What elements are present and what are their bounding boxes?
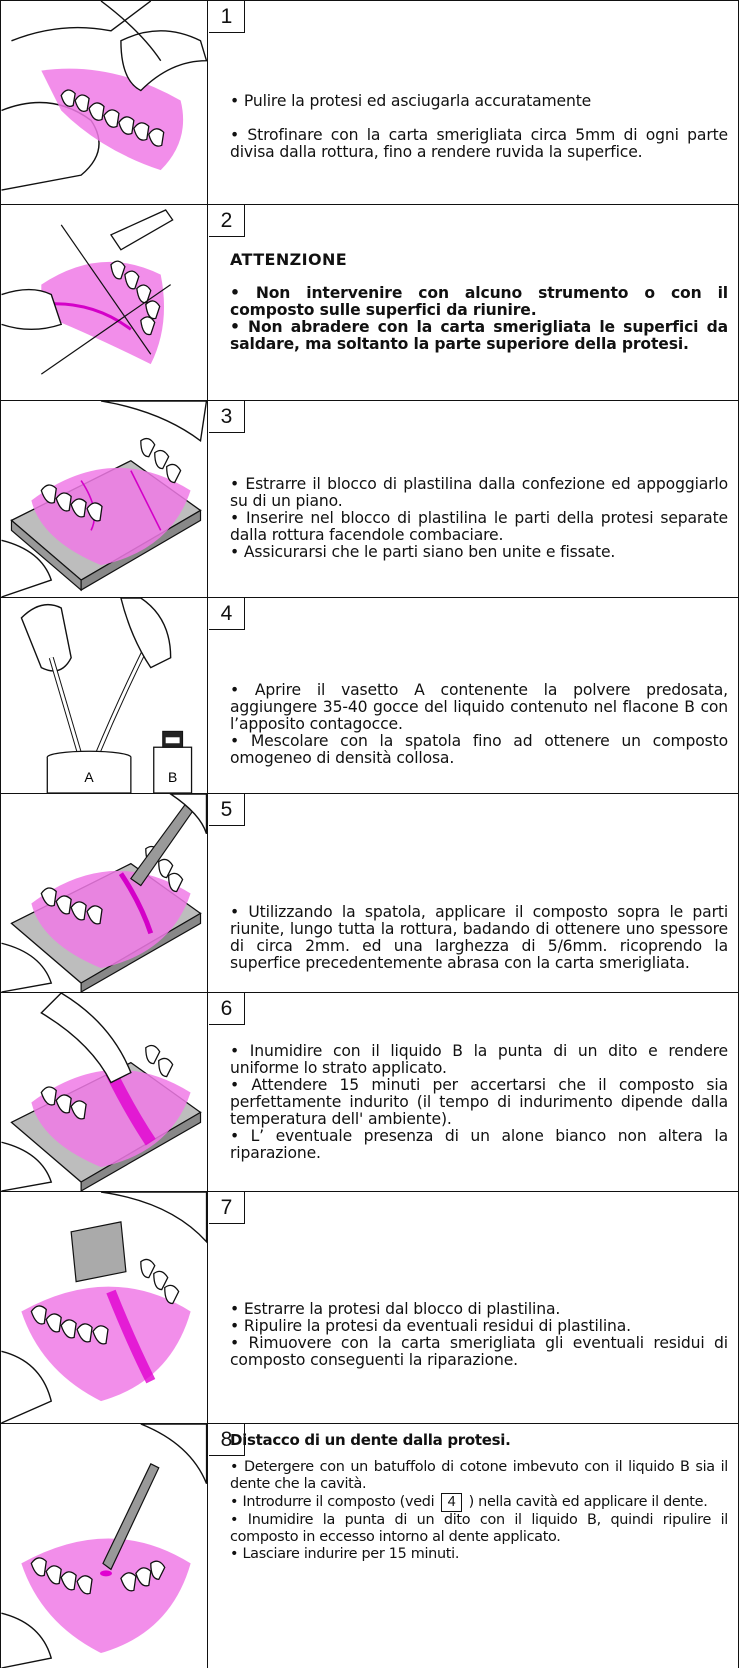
instruction-text: • Rimuovere con la carta smerigliata gli…	[230, 1334, 728, 1369]
bottle-b	[153, 730, 193, 793]
step-3-text: • Estrarre il blocco di plastilina dalla…	[230, 476, 728, 561]
step-1-illustration	[1, 1, 208, 204]
step-1-row: 1 • Pulire la protesi ed asciugarla accu…	[0, 0, 739, 204]
step-6-text: • Inumidire con il liquido B la punta di…	[230, 1043, 728, 1162]
instruction-text: • Non intervenire con alcuno strumento o…	[230, 284, 728, 319]
step-8-row: 8 Distacco di un dente dalla protesi. • …	[0, 1423, 739, 1668]
step-2-row: 2 ATTENZIONE • Non intervenire con alcun…	[0, 204, 739, 400]
warning-heading: ATTENZIONE	[230, 250, 348, 269]
instruction-text: • Non abradere con la carta smerigliata …	[230, 318, 728, 353]
step-4-text: • Aprire il vasetto A contenente la polv…	[230, 682, 728, 767]
jar-a	[46, 750, 132, 793]
step-7-illustration	[1, 1192, 208, 1423]
step-number: 1	[209, 1, 245, 33]
step-number: 7	[209, 1192, 245, 1224]
step-4-row: A B 4 • Aprire il vasetto A contenente l…	[0, 597, 739, 793]
step-number: 8	[209, 1424, 245, 1456]
step-3-illustration	[1, 401, 208, 597]
instruction-text: • Lasciare indurire per 15 minuti.	[230, 1546, 460, 1562]
instruction-text: • Inserire nel blocco di plastilina le p…	[230, 509, 728, 544]
instruction-text: • Inumidire la punta di un dito con il l…	[230, 1512, 728, 1545]
step-5-row: 5 • Utilizzando la spatola, applicare il…	[0, 793, 739, 992]
step-number: 6	[209, 993, 245, 1025]
step-5-illustration	[1, 794, 208, 992]
step-number: 5	[209, 794, 245, 826]
jar-label: A	[84, 769, 94, 785]
step-8-illustration	[1, 1424, 208, 1668]
instruction-text: • L’ eventuale presenza di un alone bian…	[230, 1127, 728, 1162]
step-7-text: • Estrarre la protesi dal blocco di plas…	[230, 1301, 728, 1369]
section-heading: Distacco di un dente dalla protesi.	[230, 1431, 511, 1449]
instruction-text: • Assicurarsi che le parti siano ben uni…	[230, 543, 616, 561]
step-6-row: 6 • Inumidire con il liquido B la punta …	[0, 992, 739, 1191]
instruction-text: • Aprire il vasetto A contenente la polv…	[230, 681, 728, 733]
step-4-illustration: A B	[1, 598, 208, 793]
instruction-text: • Utilizzando la spatola, applicare il c…	[230, 903, 728, 972]
instruction-text: • Detergere con un batuffolo di cotone i…	[230, 1459, 728, 1492]
instruction-text: • Ripulire la protesi da eventuali resid…	[230, 1317, 631, 1335]
step-7-row: 7 • Estrarre la protesi dal blocco di pl…	[0, 1191, 739, 1423]
step-5-text: • Utilizzando la spatola, applicare il c…	[230, 904, 728, 972]
step-2-text: ATTENZIONE • Non intervenire con alcuno …	[230, 251, 728, 353]
instruction-text: • Introdurre il composto (vedi 4 ) nella…	[230, 1493, 708, 1512]
instruction-text: • Strofinare con la carta smerigliata ci…	[230, 126, 728, 161]
step-number: 3	[209, 401, 245, 433]
instruction-text: • Estrarre il blocco di plastilina dalla…	[230, 475, 728, 510]
instruction-text: • Estrarre la protesi dal blocco di plas…	[230, 1300, 561, 1318]
instruction-text: • Pulire la protesi ed asciugarla accura…	[230, 92, 592, 110]
instruction-text: • Inumidire con il liquido B la punta di…	[230, 1042, 728, 1077]
step-reference: 4	[440, 1493, 463, 1512]
step-1-text: • Pulire la protesi ed asciugarla accura…	[230, 93, 728, 161]
bottle-label: B	[168, 769, 177, 785]
step-2-illustration	[1, 205, 208, 400]
instruction-text: • Mescolare con la spatola fino ad otten…	[230, 732, 728, 767]
step-number: 4	[209, 598, 245, 630]
step-8-text: Distacco di un dente dalla protesi. • De…	[230, 1432, 728, 1563]
step-6-illustration	[1, 993, 208, 1191]
step-3-row: 3 • Estrarre il blocco di plastilina dal…	[0, 400, 739, 597]
step-number: 2	[209, 205, 245, 237]
instruction-text: • Attendere 15 minuti per accertarsi che…	[230, 1076, 728, 1128]
